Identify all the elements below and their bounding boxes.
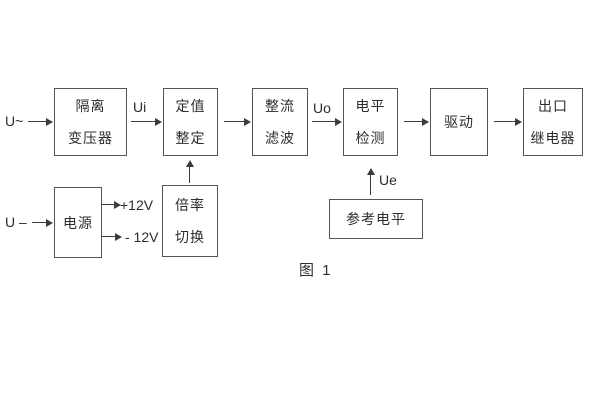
arrow-dc-input-icon (32, 222, 46, 224)
arrow-ui-icon (131, 121, 155, 123)
block-isolation-transformer-line2: 变压器 (68, 130, 113, 146)
block-isolation-transformer-line1: 隔离 (75, 98, 106, 114)
arrow-minus12v-icon (102, 236, 115, 238)
block-drive: 驱动 (430, 88, 488, 156)
block-level-detection-line1: 电平 (355, 98, 386, 114)
block-level-detection-line2: 检测 (355, 130, 386, 146)
block-rectify-filter-line1: 整流 (265, 98, 295, 114)
block-isolation-transformer: 隔离 变压器 (54, 88, 127, 156)
input-dc-label: U – (5, 214, 27, 230)
block-rectify-filter-line2: 滤波 (265, 130, 295, 146)
arrow-ratio-to-setting-icon (189, 167, 191, 183)
block-ratio-switch: 倍率 切换 (162, 185, 218, 257)
arrow-setting-to-rectifier-icon (224, 121, 244, 123)
block-output-relay: 出口 继电器 (523, 88, 583, 156)
block-output-relay-line2: 继电器 (530, 130, 576, 146)
block-power-supply: 电源 (54, 187, 102, 258)
block-reference-level-label: 参考电平 (346, 211, 406, 227)
block-ratio-switch-line2: 切换 (175, 229, 205, 245)
block-power-supply-label: 电源 (63, 214, 93, 231)
block-ratio-switch-line1: 倍率 (175, 197, 205, 213)
block-rectify-filter: 整流 滤波 (252, 88, 308, 156)
block-drive-label: 驱动 (444, 114, 474, 130)
block-value-setting-line2: 整定 (175, 130, 206, 146)
block-reference-level: 参考电平 (329, 199, 423, 239)
input-ac-label: U~ (5, 113, 24, 129)
signal-uo-label: Uo (313, 100, 331, 116)
block-value-setting-line1: 定值 (175, 98, 206, 114)
block-output-relay-line1: 出口 (538, 98, 568, 114)
signal-ue-label: Ue (379, 172, 397, 188)
signal-ui-label: Ui (133, 99, 147, 115)
arrow-drive-to-relay-icon (494, 121, 515, 123)
block-level-detection: 电平 检测 (343, 88, 398, 156)
block-value-setting: 定值 整定 (163, 88, 218, 156)
arrow-uo-icon (312, 121, 335, 123)
rail-negative-label: - 12V (125, 229, 159, 245)
arrow-plus12v-icon (102, 204, 114, 206)
arrow-ue-icon (370, 175, 372, 195)
rail-positive-label: +12V (120, 197, 154, 213)
figure-caption: 图 1 (299, 262, 333, 279)
arrow-ac-input-icon (28, 121, 46, 123)
arrow-level-to-drive-icon (404, 121, 422, 123)
